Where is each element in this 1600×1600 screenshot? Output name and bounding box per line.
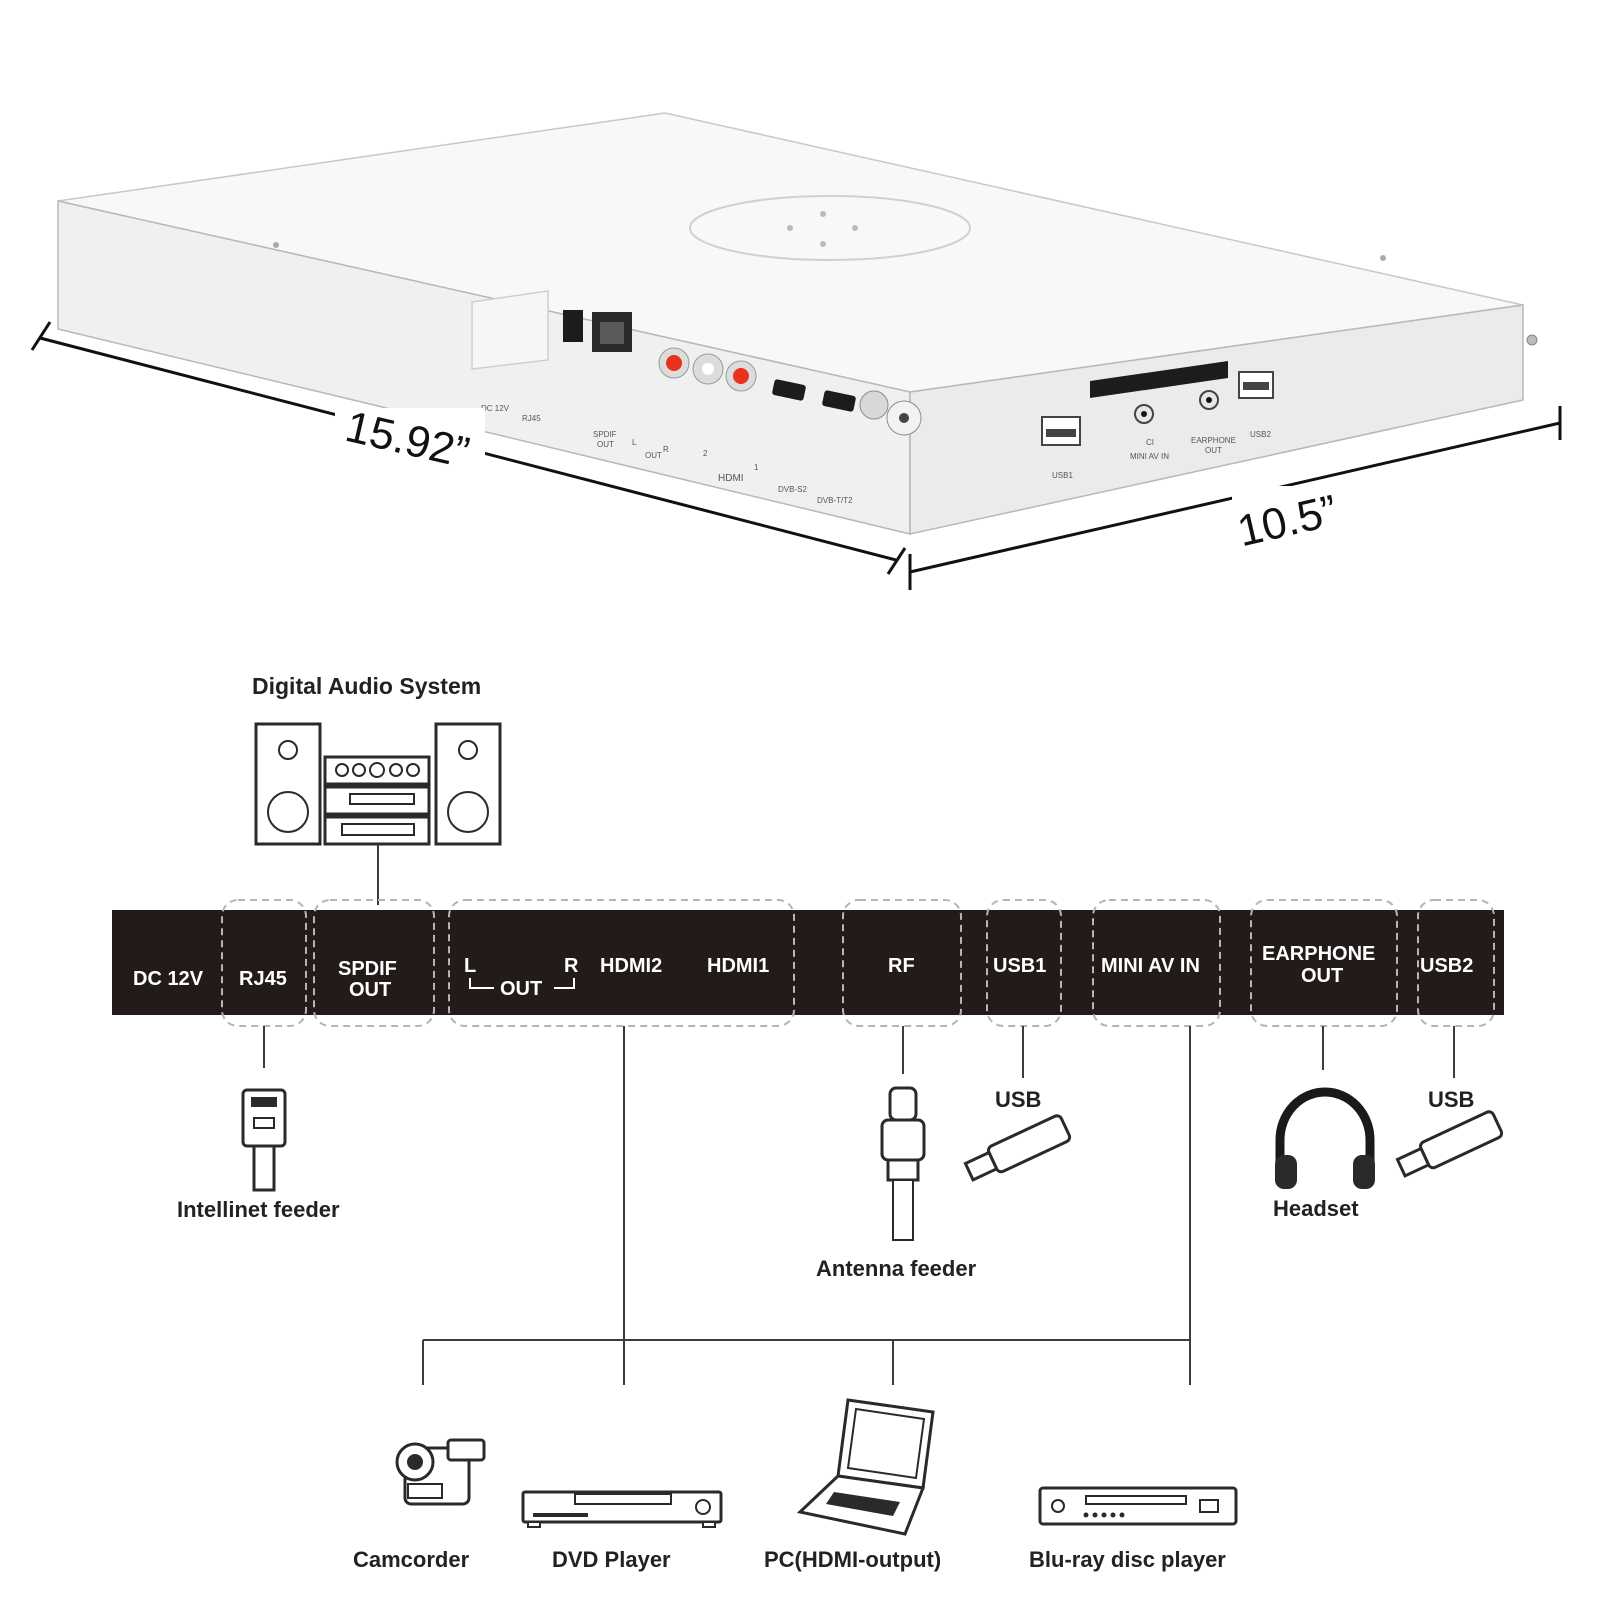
headset-label: Headset [1273, 1196, 1359, 1221]
panel-earphone-out: OUT [1301, 965, 1343, 987]
stereo-icon [254, 722, 502, 846]
ci-slot [1090, 361, 1228, 398]
device-silkscreen: DC 12V RJ45 SPDIF OUT L OUT R 2 1 HDMI D… [481, 404, 1271, 505]
intellinet-feeder-label: Intellinet feeder [177, 1197, 340, 1222]
panel-usb1: USB1 [993, 955, 1046, 977]
panel-mini-av-in: MINI AV IN [1101, 955, 1200, 977]
dvd-player-icon [521, 1490, 723, 1528]
hdmi1-jack [822, 390, 856, 412]
out-bracket [469, 978, 575, 989]
silk-out: OUT [645, 451, 662, 460]
panel-rf: RF [888, 955, 915, 977]
tv-device-render [57, 112, 1538, 535]
dimension-lines: 15.92” 10.5” [30, 321, 1562, 590]
silk-hdmi: HDMI [718, 473, 744, 484]
bluray-label: Blu-ray disc player [1029, 1547, 1226, 1572]
panel-spdif-out: OUT [349, 979, 391, 1001]
pc-label: PC(HDMI-output) [764, 1547, 941, 1572]
silk-hdmi-1: 1 [754, 463, 759, 472]
silk-dvb-s2: DVB-S2 [778, 485, 807, 494]
panel-out: OUT [500, 978, 542, 1000]
antenna-feeder-label: Antenna feeder [816, 1256, 977, 1281]
silk-spdif-out: OUT [597, 440, 614, 449]
silk-out-r: R [663, 445, 669, 454]
panel-labels: DC 12V RJ45 SPDIF OUT L R OUT HDMI2 HDMI… [133, 943, 1473, 1001]
panel-out-l: L [464, 955, 476, 977]
bluray-player-icon [1038, 1486, 1238, 1526]
usb-stick-icon [963, 1114, 1072, 1182]
panel-rj45: RJ45 [239, 968, 287, 990]
usb-label-1: USB [995, 1087, 1041, 1112]
audio-system-title: Digital Audio System [252, 673, 481, 699]
camcorder-label: Camcorder [353, 1547, 470, 1572]
silk-usb2: USB2 [1250, 430, 1271, 439]
silk-out-l: L [632, 438, 637, 447]
panel-hdmi1: HDMI1 [707, 955, 769, 977]
usb-label-2: USB [1428, 1087, 1474, 1112]
connector-recess [471, 290, 549, 370]
rear-panel-bar [112, 910, 1504, 1015]
dc-jack [563, 310, 583, 342]
mount-disc [689, 195, 971, 261]
silk-spdif: SPDIF [593, 430, 617, 439]
usb-stick-icon [1395, 1110, 1504, 1178]
silk-dc12v: DC 12V [481, 404, 510, 413]
dvb-s2-jack [859, 390, 889, 420]
silk-mini-av-in: MINI AV IN [1130, 452, 1169, 461]
rj45-plug-icon [241, 1088, 287, 1192]
panel-hdmi2: HDMI2 [600, 955, 662, 977]
device-right-face [909, 304, 1524, 535]
panel-spdif: SPDIF [338, 958, 397, 980]
panel-earphone: EARPHONE [1262, 943, 1375, 965]
panel-dc12v: DC 12V [133, 968, 204, 990]
silk-usb1: USB1 [1052, 471, 1073, 480]
silk-earphone-out: OUT [1205, 446, 1222, 455]
hdmi2-jack [772, 379, 806, 401]
camcorder-icon [395, 1438, 486, 1506]
silk-hdmi-2: 2 [703, 449, 708, 458]
silk-earphone: EARPHONE [1191, 436, 1236, 445]
headphones-icon [1275, 1087, 1375, 1189]
rf-plug-icon [880, 1086, 926, 1241]
dvd-player-label: DVD Player [552, 1547, 671, 1572]
laptop-icon [796, 1398, 935, 1536]
silk-ci: CI [1146, 438, 1154, 447]
panel-out-r: R [564, 955, 579, 977]
panel-usb2: USB2 [1420, 955, 1473, 977]
silk-rj45: RJ45 [522, 414, 541, 423]
silk-dvb-t2: DVB-T/T2 [817, 496, 853, 505]
